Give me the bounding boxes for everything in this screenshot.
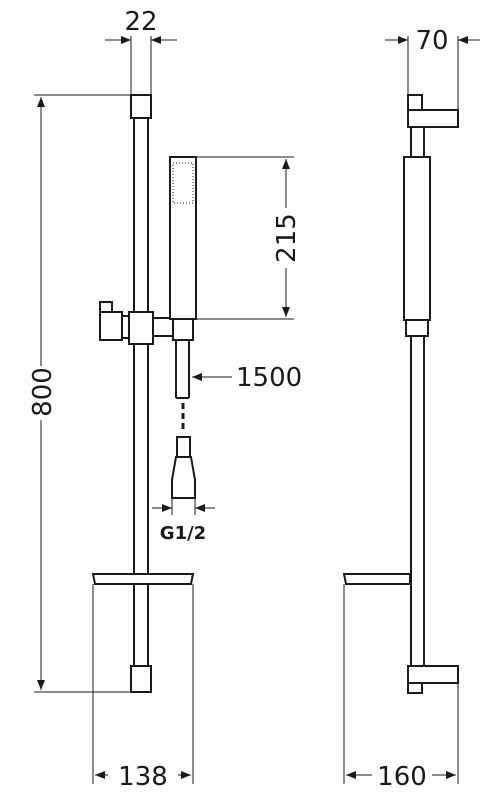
dimension-handshower-length: 215 — [272, 213, 302, 263]
side-top-bracket — [407, 94, 423, 111]
dimension-hose-length: 1500 — [236, 363, 302, 393]
front-hand-shower — [169, 156, 197, 320]
side-soap-dish — [342, 573, 411, 585]
dimension-soap-dish-depth: 160 — [377, 762, 427, 792]
side-hand-shower — [403, 156, 431, 321]
front-hose-connector — [171, 436, 196, 499]
front-top-bracket — [130, 94, 152, 119]
front-view: 22 800 215 1500 G1/2 138 — [28, 7, 302, 792]
dimension-thread: G1/2 — [160, 523, 206, 544]
dimension-rail-height: 800 — [28, 367, 58, 417]
dimension-rail-diameter: 22 — [124, 7, 157, 37]
front-soap-dish — [91, 573, 195, 585]
side-bottom-bracket — [407, 665, 459, 684]
front-slider — [99, 301, 194, 345]
side-view: 70 160 — [342, 26, 480, 792]
dimension-wall-offset: 70 — [415, 26, 448, 56]
dimension-soap-dish-width: 138 — [118, 762, 168, 792]
side-slider — [405, 319, 429, 337]
front-bottom-bracket — [130, 665, 152, 693]
